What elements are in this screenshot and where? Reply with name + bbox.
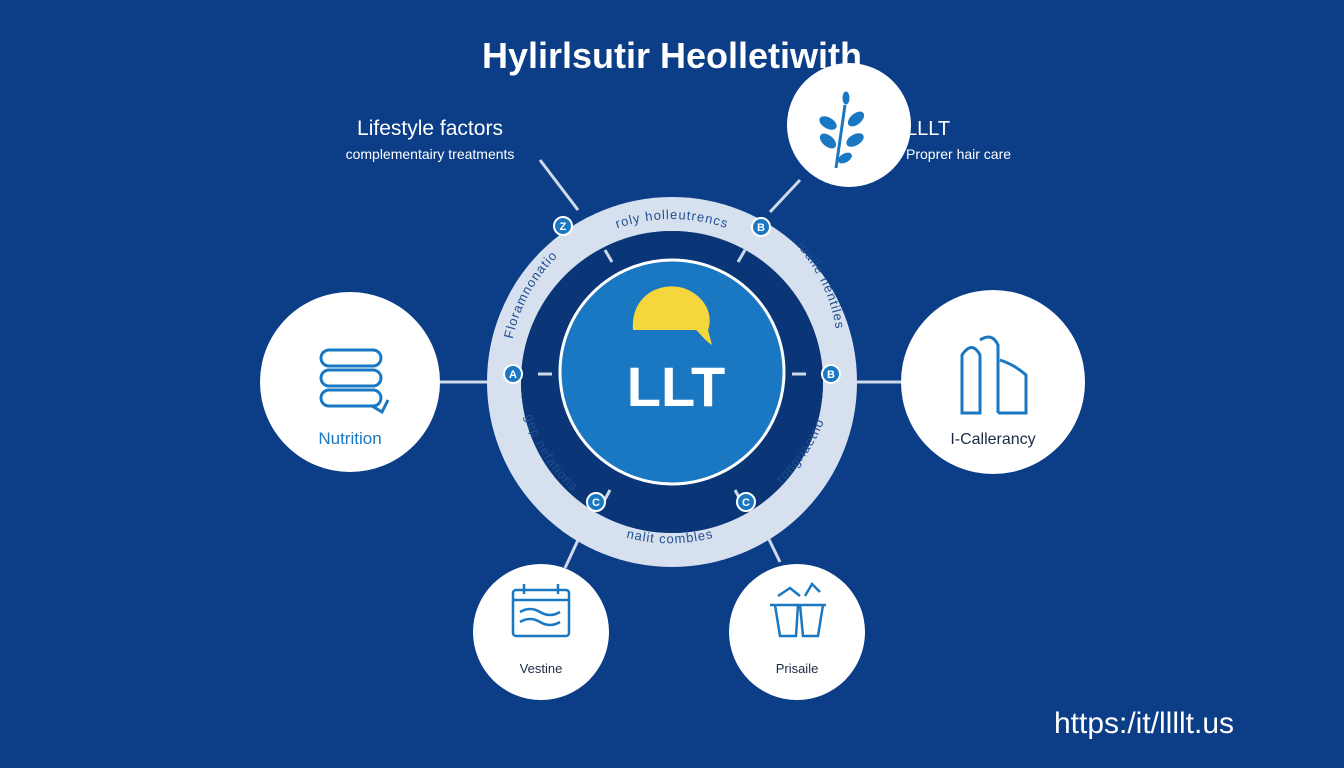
hair-icon bbox=[632, 286, 712, 345]
badge-b-right: B bbox=[821, 364, 841, 384]
node-nutrition[interactable]: Nutrition bbox=[260, 292, 440, 472]
svg-text:C: C bbox=[592, 497, 600, 509]
node-prisaile[interactable]: Prisaile bbox=[729, 564, 865, 700]
svg-text:Z: Z bbox=[560, 221, 567, 233]
badge-c-left: C bbox=[586, 492, 606, 512]
prisaile-label: Prisaile bbox=[776, 661, 819, 676]
lllt-subtitle: Proprer hair care bbox=[906, 146, 1011, 162]
center-label: LLT bbox=[627, 355, 725, 418]
node-vestine[interactable]: Vestine bbox=[473, 564, 609, 700]
svg-text:C: C bbox=[742, 497, 750, 509]
lifestyle-title: Lifestyle factors bbox=[357, 117, 503, 140]
center-hub bbox=[558, 258, 786, 486]
lifestyle-subtitle: complementairy treatments bbox=[346, 146, 515, 162]
badge-c-right: C bbox=[736, 492, 756, 512]
page-title: Hylirlsutir Heolletiwith bbox=[482, 35, 862, 76]
svg-text:B: B bbox=[827, 369, 835, 381]
svg-text:B: B bbox=[757, 222, 765, 234]
callerancy-label: I-Callerancy bbox=[950, 431, 1035, 448]
svg-text:A: A bbox=[509, 369, 517, 381]
outer-ring bbox=[487, 197, 857, 567]
lllt-title: LLLT bbox=[906, 118, 950, 140]
plant-leaf-icon bbox=[819, 91, 865, 169]
vestine-label: Vestine bbox=[520, 661, 563, 676]
calendar-icon bbox=[511, 584, 571, 638]
badge-b-top: B bbox=[751, 217, 771, 237]
hair-strand-icon bbox=[960, 335, 1028, 415]
node-lllt[interactable] bbox=[787, 63, 911, 187]
ring-text-bottom: nalit combles bbox=[625, 526, 714, 547]
nutrition-label: Nutrition bbox=[318, 429, 381, 448]
stacked-layers-icon bbox=[319, 348, 390, 415]
badge-z: Z bbox=[553, 216, 573, 236]
badge-a: A bbox=[503, 364, 523, 384]
basket-icon bbox=[770, 581, 826, 638]
url-link[interactable]: https:/it/llllt.us bbox=[1054, 707, 1234, 740]
node-callerancy[interactable]: I-Callerancy bbox=[901, 290, 1085, 474]
